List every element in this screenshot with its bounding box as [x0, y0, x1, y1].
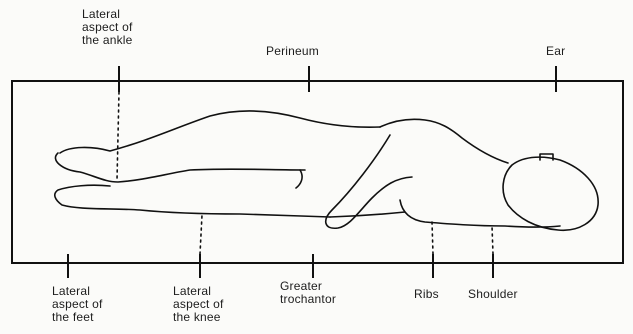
ankle-marker [117, 92, 119, 180]
head-outline [503, 157, 598, 230]
label-lateral-aspect-feet: Lateral aspect of the feet [52, 285, 103, 324]
upper-leg-outline [55, 111, 380, 182]
knee-marker [200, 215, 202, 254]
label-greater-trochantor: Greater trochantor [280, 280, 336, 306]
body-base-line [330, 212, 405, 217]
shoulder-marker [492, 226, 493, 254]
label-perineum: Perineum [266, 45, 319, 58]
diagram-frame [12, 81, 623, 263]
label-lateral-aspect-knee: Lateral aspect of the knee [173, 285, 224, 324]
ribs-marker [432, 222, 433, 254]
label-lateral-aspect-ankle: Lateral aspect of the ankle [82, 8, 133, 47]
label-shoulder: Shoulder [468, 288, 518, 301]
torso-outline [326, 119, 560, 228]
label-ribs: Ribs [414, 288, 439, 301]
label-ear: Ear [546, 45, 565, 58]
